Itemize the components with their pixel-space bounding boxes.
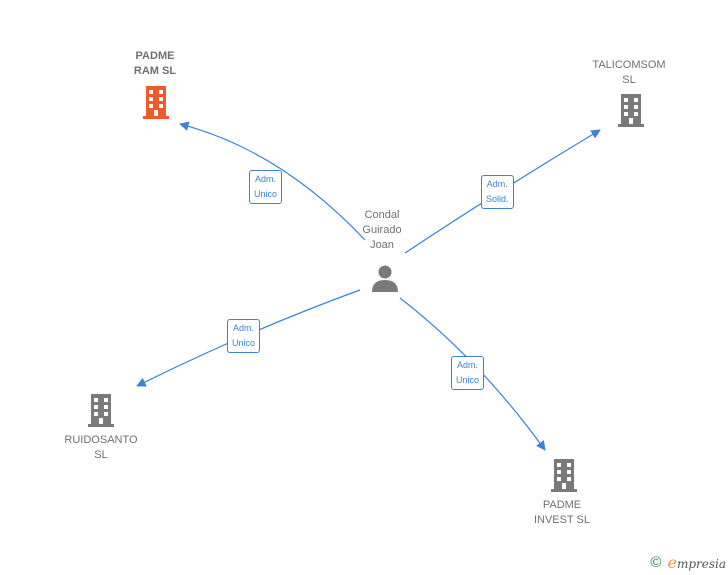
company-label-ruidosanto[interactable]: RUIDOSANTO SL xyxy=(46,433,156,463)
footer-brand[interactable]: © empresia xyxy=(650,553,726,572)
building-icon[interactable] xyxy=(86,392,116,428)
person-icon[interactable] xyxy=(370,263,400,293)
company-name-line: SL xyxy=(622,74,636,86)
company-name-line: TALICOMSOM xyxy=(592,59,666,71)
center-name-line: Condal xyxy=(364,209,400,221)
company-name-line: PADME xyxy=(542,499,582,511)
building-icon[interactable] xyxy=(141,84,171,120)
relation-label-talicomsom[interactable]: Adm. Solid. xyxy=(481,175,514,209)
center-name-line: Joan xyxy=(370,239,394,251)
company-label-padme-invest[interactable]: PADME INVEST SL xyxy=(507,498,617,528)
company-name-line: SL xyxy=(94,449,108,461)
relation-label-padme-ram[interactable]: Adm. Unico xyxy=(249,170,283,204)
company-label-padme-ram[interactable]: PADME RAM SL xyxy=(100,49,210,79)
relation-label-padme-invest[interactable]: Adm. Unico xyxy=(451,356,485,390)
company-name-line: PADME xyxy=(135,50,175,62)
relation-label-line: Adm. xyxy=(486,179,508,189)
center-name-line: Guirado xyxy=(362,224,402,236)
brand-rest: mpresia xyxy=(676,557,726,571)
center-person-label: Condal Guirado Joan xyxy=(327,208,437,253)
company-name-line: RUIDOSANTO xyxy=(64,434,138,446)
relation-label-line: Unico xyxy=(254,189,278,199)
company-name-line: INVEST SL xyxy=(533,514,591,526)
relation-label-line: Adm. xyxy=(457,360,479,370)
copyright-icon: © xyxy=(650,554,662,571)
edge-padme-ram xyxy=(179,121,366,241)
company-name-line: RAM SL xyxy=(133,65,177,77)
building-icon[interactable] xyxy=(616,92,646,128)
building-icon[interactable] xyxy=(549,457,579,493)
relation-label-line: Unico xyxy=(456,375,480,385)
relation-label-line: Adm. xyxy=(233,323,255,333)
brand-logo: empresia xyxy=(667,553,726,572)
relation-label-line: Unico xyxy=(232,338,256,348)
brand-initial: e xyxy=(667,553,677,572)
relation-label-ruidosanto[interactable]: Adm. Unico xyxy=(227,319,261,353)
relation-label-line: Solid. xyxy=(486,194,509,204)
relation-label-line: Adm. xyxy=(255,174,277,184)
company-label-talicomsom[interactable]: TALICOMSOM SL xyxy=(574,58,684,88)
